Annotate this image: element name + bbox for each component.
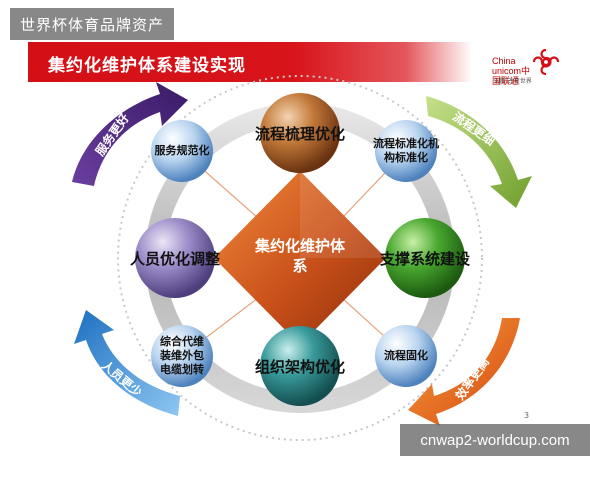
watermark-top: 世界杯体育品牌资产 xyxy=(10,8,174,40)
watermark-bottom: cnwap2-worldcup.com xyxy=(400,424,590,456)
page-number: 3 xyxy=(524,411,530,420)
small-sphere-tl xyxy=(151,120,213,182)
sphere-left xyxy=(135,218,215,298)
small-sphere-br xyxy=(375,325,437,387)
small-sphere-bl-label: 综合代维装维外包电缆划转 xyxy=(160,335,204,376)
arrow-tr xyxy=(426,96,532,208)
sphere-left-label: 人员优化调整 xyxy=(129,249,220,268)
center-label: 集约化维护体系 xyxy=(254,237,345,275)
small-sphere-tr-label: 流程标准化机构标准化 xyxy=(373,137,439,164)
china-unicom-logo: China unicom中国联通 创新·改变世界 xyxy=(492,46,562,86)
sphere-top xyxy=(260,93,340,173)
title-bar xyxy=(28,42,472,82)
slide-title: 集约化维护体系建设实现 xyxy=(48,56,246,76)
diagram-graphic xyxy=(72,75,532,441)
sphere-bottom xyxy=(260,326,340,406)
sphere-right xyxy=(385,218,465,298)
logo-tagline: 创新·改变世界 xyxy=(494,78,532,85)
small-sphere-tr xyxy=(375,120,437,182)
logo-name: China unicom中国联通 xyxy=(492,56,531,86)
arrow-br xyxy=(408,318,520,426)
sphere-top-label: 流程梳理优化 xyxy=(254,124,345,143)
outer-dotted-circle xyxy=(117,75,483,441)
slide: 集约化维护体系建设实现 China unicom中国联通 创新·改变世界 xyxy=(28,38,574,442)
arrow-tl xyxy=(72,82,188,186)
arrow-bl xyxy=(74,310,180,416)
sphere-right-label: 支撑系统建设 xyxy=(379,249,470,268)
small-sphere-tl-label: 服务规范化 xyxy=(154,144,210,157)
small-sphere-br-label: 流程固化 xyxy=(384,349,428,362)
sphere-bottom-label: 组织架构优化 xyxy=(254,357,345,376)
unicom-knot-icon xyxy=(532,48,560,76)
small-sphere-bl xyxy=(151,325,213,387)
center-diamond xyxy=(214,171,386,345)
